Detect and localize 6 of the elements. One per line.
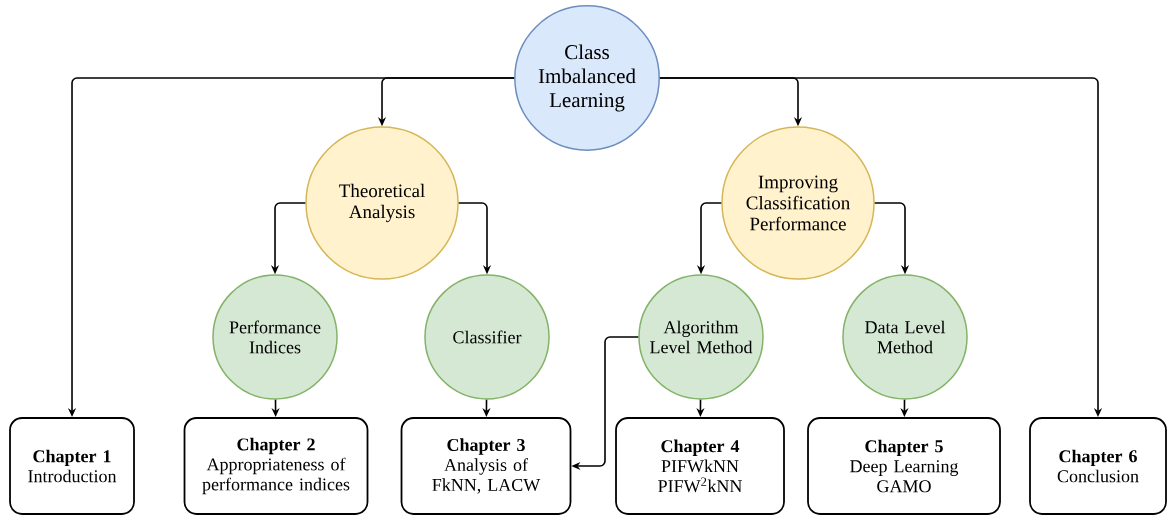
chapter-box: Chapter 2 Appropriateness of performance indices: [183, 417, 369, 515]
chapter-box: Chapter 5 Deep Learning GAMO: [807, 417, 1001, 515]
chapter-box: Chapter 4 PIFWkNN PIFW$^{2}$kNN: [615, 417, 785, 515]
chapter-box: Chapter 3 Analysis of FkNN, LACW: [400, 417, 572, 515]
chapter-box: Chapter 1 Introduction: [9, 417, 135, 515]
chapter-box: Chapter 6 Conclusion: [1029, 417, 1167, 515]
